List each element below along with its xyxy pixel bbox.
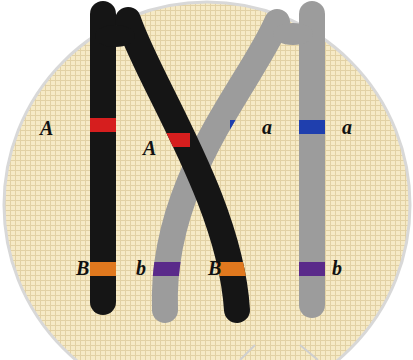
cell-circle <box>4 2 410 360</box>
allele-label: a <box>262 117 272 137</box>
pointer-lines <box>240 345 318 360</box>
allele-label: B <box>208 258 221 278</box>
allele-label: a <box>342 117 352 137</box>
allele-label: A <box>40 118 53 138</box>
allele-label: B <box>76 258 89 278</box>
allele-label: A <box>143 138 156 158</box>
allele-label: b <box>332 258 342 278</box>
black-chromosome <box>95 14 237 310</box>
allele-label: b <box>136 258 146 278</box>
